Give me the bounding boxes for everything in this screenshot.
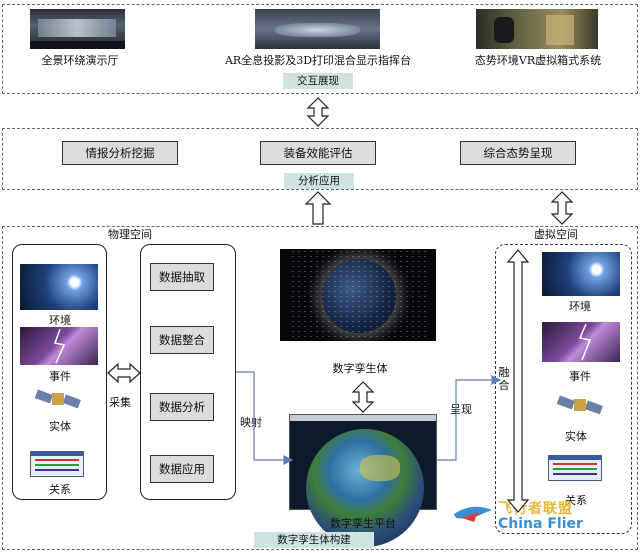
- physical-space-title: 物理空间: [108, 228, 152, 241]
- arrow-analysis-virtual: [550, 191, 574, 225]
- twin-build-section: [2, 226, 638, 550]
- virtual-space-box: [495, 244, 632, 534]
- situation-present-box: 综合态势呈现: [460, 141, 576, 165]
- virtual-environment-image: [542, 252, 620, 296]
- virtual-space-title: 虚拟空间: [534, 228, 578, 241]
- data-apply-box: 数据应用: [150, 455, 214, 483]
- interaction-tag: 交互展现: [283, 73, 353, 89]
- arrow-collect: [107, 362, 141, 384]
- watermark-logo-icon: [452, 500, 494, 524]
- data-process-box: [140, 244, 236, 500]
- interaction-section: [2, 4, 638, 94]
- physical-space-box: [12, 244, 107, 500]
- panorama-hall-caption: 全景环绕演示厅: [41, 54, 119, 67]
- arrow-fuse: [506, 249, 530, 513]
- physical-environment-label: 环境: [49, 314, 71, 327]
- fuse-label: 融合: [498, 366, 510, 392]
- arrow-build-analysis: [304, 191, 332, 225]
- collect-label: 采集: [109, 396, 131, 409]
- virtual-event-label: 事件: [569, 370, 591, 383]
- vr-box-image: [476, 9, 598, 49]
- ar-command-desk-caption: AR全息投影及3D打印混合显示指挥台: [224, 54, 412, 67]
- digital-twin-globe-image: [280, 249, 436, 341]
- arrow-interaction-analysis: [306, 97, 330, 127]
- virtual-satellite-icon: [556, 390, 604, 420]
- data-integrate-box: 数据整合: [150, 326, 214, 354]
- map-label: 映射: [240, 416, 262, 429]
- digital-twin-platform-label: 数字孪生平台: [330, 517, 396, 530]
- vr-box-caption: 态势环境VR虚拟箱式系统: [474, 54, 602, 67]
- analysis-section: [2, 128, 638, 190]
- twin-build-tag: 数字孪生体构建: [254, 532, 374, 548]
- virtual-relation-window-icon: [548, 455, 602, 481]
- virtual-event-image: [542, 322, 620, 362]
- physical-event-label: 事件: [49, 370, 71, 383]
- data-extract-box: 数据抽取: [150, 263, 214, 291]
- virtual-environment-label: 环境: [569, 300, 591, 313]
- arrow-twin-platform: [351, 381, 375, 413]
- relation-window-icon: [30, 451, 84, 477]
- environment-image: [20, 264, 98, 310]
- intel-analysis-box: 情报分析挖掘: [62, 141, 178, 165]
- physical-entity-label: 实体: [49, 420, 71, 433]
- event-image: [20, 327, 98, 365]
- satellite-icon: [34, 384, 82, 414]
- arrow-present: [437, 375, 502, 461]
- ar-command-desk-image: [255, 9, 380, 49]
- arrow-map: [236, 371, 294, 465]
- virtual-relation-label: 关系: [565, 494, 587, 507]
- panorama-hall-image: [30, 9, 125, 49]
- analysis-tag: 分析应用: [284, 173, 354, 189]
- digital-twin-platform-image: [289, 414, 437, 547]
- equipment-eval-box: 装备效能评估: [260, 141, 376, 165]
- data-analyze-box: 数据分析: [150, 393, 214, 421]
- physical-relation-label: 关系: [49, 483, 71, 496]
- watermark-en-text: China Flier: [498, 516, 583, 532]
- virtual-entity-label: 实体: [565, 430, 587, 443]
- digital-twin-label: 数字孪生体: [332, 362, 388, 375]
